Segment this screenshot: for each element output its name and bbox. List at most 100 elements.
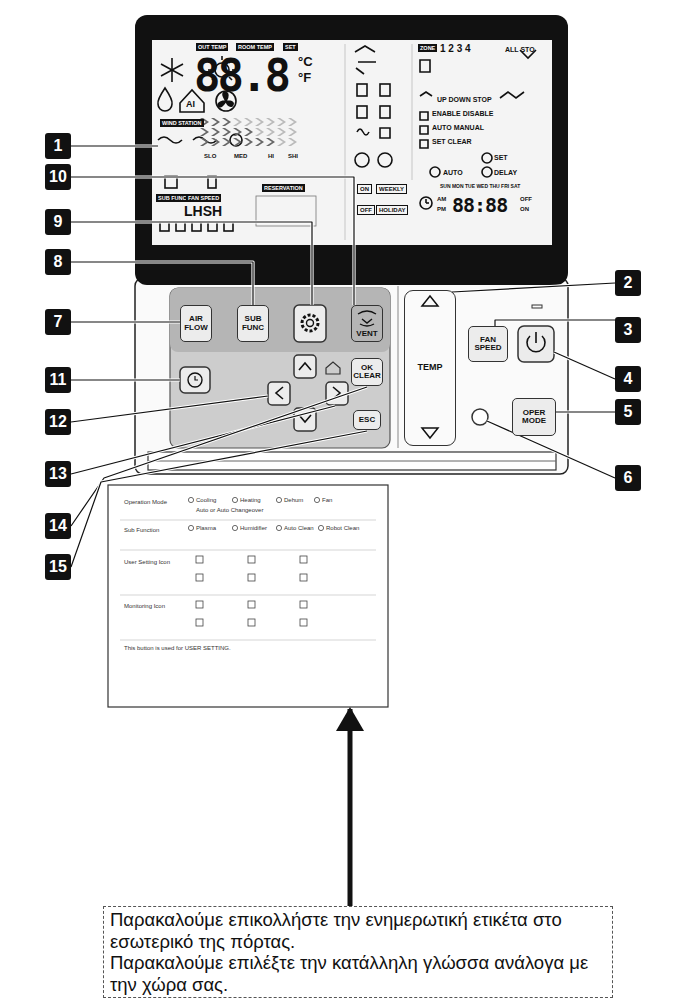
label-sheet-text: Plasma: [196, 525, 216, 531]
left-buttons-part: [276, 387, 283, 399]
fan-level-chevron: [244, 118, 253, 126]
label-sheet-text: This button is used for USER SETTING.: [124, 645, 231, 651]
lcd-icons-part: [357, 128, 390, 138]
lcd-text: AI: [186, 99, 195, 109]
vent-button: VENT: [351, 305, 383, 342]
leader-halo: [556, 410, 615, 413]
right-buttons-part: [532, 305, 542, 308]
lcd-text: PM: [437, 206, 446, 212]
label-sheet-text: Operation Mode: [124, 499, 167, 505]
leader-halo: [71, 387, 367, 526]
lcd-text: SET CLEAR: [432, 138, 472, 145]
sheet-icon: [188, 497, 193, 502]
button-text: TEMP: [417, 363, 442, 372]
lcd-unit: °C: [298, 54, 313, 69]
lcd-text: HOLIDAY: [376, 205, 408, 215]
lcd-text: FAN SPEED: [186, 194, 221, 202]
lower-housing-part: [170, 288, 390, 352]
button-text: AIR FLOW: [182, 315, 210, 332]
label-sheet-outline-part: [120, 520, 376, 521]
leader-line: [71, 145, 158, 146]
right-buttons-part: [518, 326, 554, 362]
lcd-text: AM: [437, 196, 446, 202]
callout-number: 3: [615, 317, 641, 343]
left-buttons: [180, 305, 376, 431]
lcd-text: ALL STO: [505, 46, 535, 53]
lcd-icons-part: [355, 46, 376, 74]
leader-line: [71, 431, 367, 567]
lcd-digits: 88.8: [194, 50, 288, 101]
sheet-icon: [196, 556, 203, 563]
leader-line: [71, 379, 180, 380]
fan-level-chevron: [211, 118, 220, 126]
callout-number: 14: [45, 513, 71, 539]
fan-level-chevron: [200, 128, 209, 136]
leader-line: [556, 411, 615, 412]
lcd-text: SHI: [288, 153, 298, 159]
temp-rocker: TEMP: [404, 290, 456, 446]
lcd-icons-part: [500, 92, 524, 98]
label-sheet-outline-part: [108, 485, 388, 707]
pointer-arrow: [348, 709, 353, 906]
label-sheet-outline-part: [120, 595, 376, 596]
leader-lines: [71, 146, 615, 567]
fan-level-chevron: [233, 118, 242, 126]
lcd-icons-part: [161, 64, 183, 76]
label-sheet-text: Monitoring Icon: [124, 603, 165, 609]
callout-number: 12: [45, 409, 71, 435]
lcd-icons-part: [482, 167, 492, 177]
left-buttons-part: [302, 315, 318, 331]
callout-number: 2: [615, 270, 641, 296]
lcd-text: OUT TEMP: [196, 43, 228, 51]
lcd-text: RESERVATION: [262, 184, 305, 192]
label-sheet-text: Auto or Auto Changeover: [196, 507, 263, 513]
callout-number: 15: [45, 554, 71, 580]
lcd-text: MED: [234, 153, 247, 159]
fan-level-chevron: [277, 118, 286, 126]
left-buttons-part: [188, 373, 202, 387]
fan-level-chevron: [288, 128, 297, 136]
label-sheet-outline: [108, 485, 388, 707]
lcd-text: AUTO MANUAL: [432, 124, 484, 131]
lcd-icons-part: [161, 64, 183, 76]
label-sheet-text: Cooling: [196, 497, 216, 503]
info-label-sheet: Operation ModeCoolingHeatingDehumFanAuto…: [108, 485, 388, 707]
sheet-icon: [196, 601, 203, 608]
sheet-icon: [276, 497, 281, 502]
leader-line: [71, 387, 367, 526]
fan-level-chevron: [222, 138, 231, 146]
fan-level-chevron: [233, 128, 242, 136]
leader-halo: [71, 262, 253, 305]
fan-level-chevron: [233, 138, 242, 146]
leader-line: [71, 262, 253, 305]
lcd-text: WIND STATION: [160, 119, 204, 127]
oper-mode-button: OPER MODE: [512, 398, 556, 436]
lcd-icons-part: [380, 84, 390, 96]
leader-line: [71, 177, 354, 305]
note-text: Παρακαλούμε επιλέξτε την κατάλληλη γλώσσ…: [110, 952, 606, 995]
lower-housing-part: [398, 286, 399, 448]
lcd-text: DELAY: [494, 169, 517, 176]
lcd-text: OFF: [520, 196, 532, 202]
lcd-icons-part: [378, 153, 392, 167]
callout-number: 5: [615, 399, 641, 425]
ok-clear-button: OK CLEAR: [351, 358, 383, 386]
sheet-icon: [196, 619, 203, 626]
leader-halo: [71, 431, 367, 567]
sheet-icon: [232, 525, 237, 530]
lcd-icons: [158, 46, 536, 231]
left-buttons-part: [195, 376, 198, 380]
leader-halo: [495, 320, 615, 326]
callout-number: 10: [45, 164, 71, 190]
lcd-text: SLO: [204, 153, 216, 159]
left-buttons-part: [307, 320, 314, 327]
left-buttons-part: [268, 382, 290, 405]
fan-level-chevron: [255, 118, 264, 126]
sheet-icon: [188, 525, 193, 530]
lcd-text: SUB FUNC: [156, 194, 188, 202]
fan-level-chevron: [255, 138, 264, 146]
right-buttons-part: [535, 332, 537, 343]
lcd-text: OFF: [357, 205, 375, 215]
